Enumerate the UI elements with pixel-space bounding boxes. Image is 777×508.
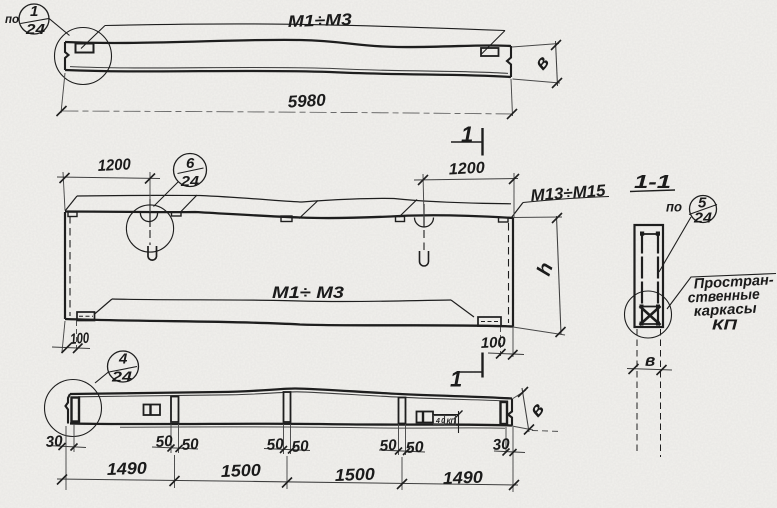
svg-text:50: 50	[405, 439, 425, 457]
svg-text:30: 30	[45, 433, 64, 451]
svg-text:М13÷М15: М13÷М15	[530, 182, 607, 205]
svg-text:Простран-: Простран-	[693, 272, 774, 292]
svg-text:50: 50	[291, 438, 310, 456]
svg-text:М1÷М3: М1÷М3	[288, 11, 353, 31]
svg-text:100: 100	[480, 334, 507, 352]
svg-text:5980: 5980	[287, 91, 326, 112]
svg-text:24: 24	[180, 173, 200, 190]
svg-text:1: 1	[30, 3, 38, 20]
svg-text:по: по	[666, 200, 682, 215]
svg-text:24: 24	[693, 210, 713, 227]
svg-text:1500: 1500	[334, 465, 375, 485]
svg-text:1: 1	[450, 367, 462, 392]
svg-text:1: 1	[461, 122, 473, 147]
svg-text:каркасы: каркасы	[693, 301, 757, 320]
svg-text:50: 50	[379, 437, 398, 455]
svg-text:5: 5	[698, 195, 707, 212]
svg-text:1200: 1200	[97, 156, 131, 175]
svg-text:1490: 1490	[442, 468, 483, 488]
svg-text:24: 24	[111, 369, 133, 386]
svg-text:по: по	[5, 14, 19, 26]
svg-text:50: 50	[155, 433, 174, 451]
svg-text:КП: КП	[712, 318, 738, 334]
svg-text:24: 24	[25, 21, 46, 38]
svg-text:М1÷ М3: М1÷ М3	[272, 283, 345, 302]
svg-text:4: 4	[118, 351, 128, 368]
svg-text:1200: 1200	[448, 160, 485, 179]
svg-text:1490: 1490	[106, 459, 147, 479]
svg-text:КП: КП	[447, 419, 457, 426]
svg-text:6: 6	[186, 155, 195, 172]
svg-text:30: 30	[492, 436, 511, 454]
svg-text:50: 50	[266, 436, 285, 454]
svg-text:1-1: 1-1	[634, 172, 671, 192]
svg-text:в: в	[645, 351, 655, 370]
svg-text:100: 100	[70, 330, 91, 348]
svg-text:ственные: ственные	[687, 287, 760, 307]
svg-text:50: 50	[181, 436, 200, 454]
svg-text:1500: 1500	[220, 461, 261, 481]
